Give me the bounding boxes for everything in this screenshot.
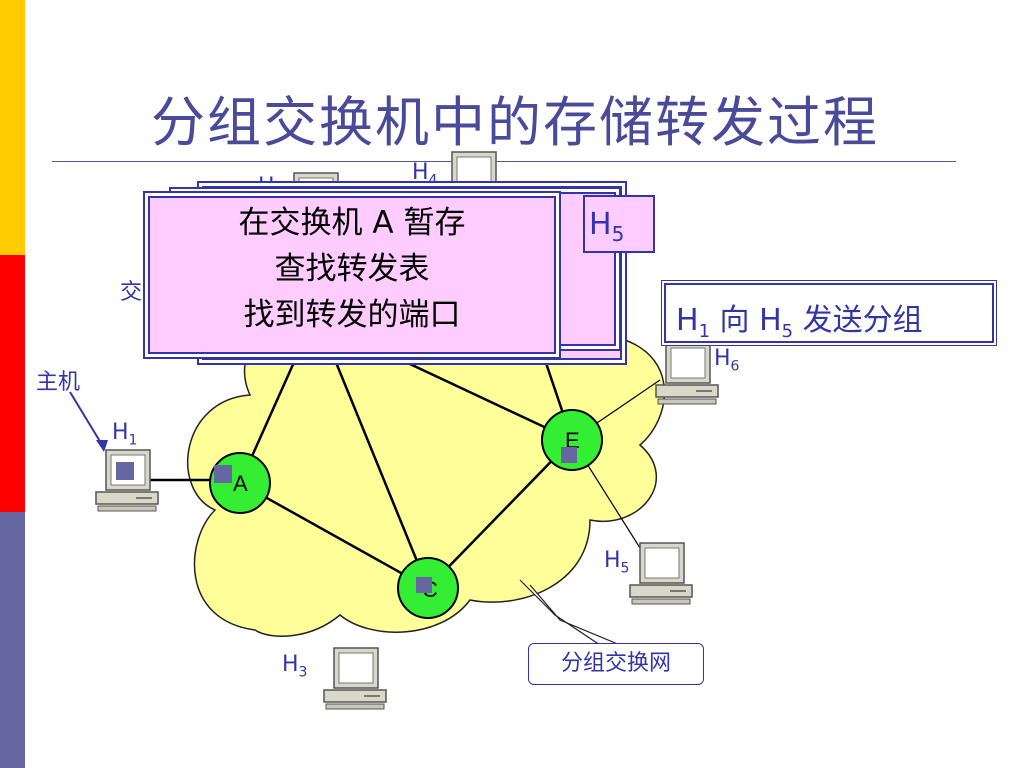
host-h3-label: H3: [282, 652, 308, 681]
packet-at-c: [416, 577, 432, 593]
switch-e-label: E: [565, 428, 580, 453]
switch-caption-partial: 交: [120, 280, 143, 305]
popup-line-1: 在交换机 A 暂存: [238, 205, 466, 241]
popup-peek-h5: H5: [583, 195, 655, 253]
host-caption-arrow: [69, 391, 105, 449]
side-bar-blue: [0, 512, 25, 768]
host-h1-label: H1: [112, 420, 138, 449]
popup-line-3: 找到转发的端口: [243, 297, 461, 333]
host-h5-computer: [629, 542, 693, 605]
popup-line-2: 查找转发表: [274, 251, 430, 287]
send-caption-box: H1 向 H5 发送分组: [664, 283, 994, 343]
side-bar-red: [0, 255, 25, 512]
title-divider: [52, 161, 956, 162]
switch-a-label: A: [233, 471, 248, 496]
host-caption: 主机: [36, 370, 81, 395]
host-h1-computer: [95, 449, 159, 512]
host-h6-label: H6: [714, 346, 740, 375]
side-bar-yellow: [0, 0, 25, 255]
net-label-pointer: [519, 579, 601, 646]
host-h5-label: H5: [604, 548, 630, 577]
packet-at-e: [561, 447, 577, 463]
popup-store-forward: 在交换机 A 暂存 查找转发表 找到转发的端口: [148, 196, 556, 354]
packet-at-h1: [116, 462, 134, 480]
links: [150, 355, 574, 590]
host-h6-computer: [655, 342, 719, 405]
host-h3-computer: [323, 647, 387, 710]
slide-title: 分组交换机中的存储转发过程: [151, 91, 879, 154]
host-h4-label: H4: [412, 160, 438, 189]
switch-e: [541, 409, 603, 471]
network-label: 分组交换网: [528, 643, 704, 685]
packet-at-a: [214, 465, 232, 483]
